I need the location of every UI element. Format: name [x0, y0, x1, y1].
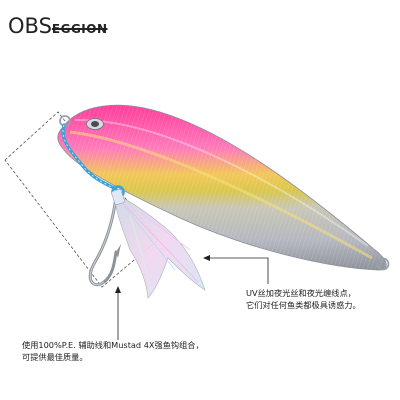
- hook: [88, 194, 121, 287]
- caption-uv-thread: UV丝加夜光丝和夜光缠线点， 它们对任何鱼类都极具诱惑力。: [246, 287, 396, 311]
- logo-part-eggion: EGGION: [51, 22, 108, 36]
- tail-split-ring: [376, 257, 390, 271]
- callout-dashed-box: [4, 111, 159, 288]
- caption-hook-combo: 使用100%P.E. 辅助线和Mustad 4X强鱼钩组合， 可提供最佳质量。: [22, 339, 282, 363]
- jig-eye: [86, 118, 104, 130]
- hook-skirt: [111, 189, 206, 299]
- caption-uv-line-2: 它们对任何鱼类都极具诱惑力。: [246, 300, 361, 310]
- caption-hook-line-2: 可提供最佳质量。: [22, 352, 88, 362]
- callout-right: [203, 255, 269, 284]
- caption-uv-line-1: UV丝加夜光丝和夜光缠线点，: [246, 288, 356, 298]
- brand-logo: OBSEGGION: [8, 14, 108, 38]
- callout-left: [115, 286, 121, 340]
- caption-hook-line-1: 使用100%P.E. 辅助线和Mustad 4X强鱼钩组合，: [22, 340, 204, 350]
- logo-part-obs: OBS: [8, 14, 52, 38]
